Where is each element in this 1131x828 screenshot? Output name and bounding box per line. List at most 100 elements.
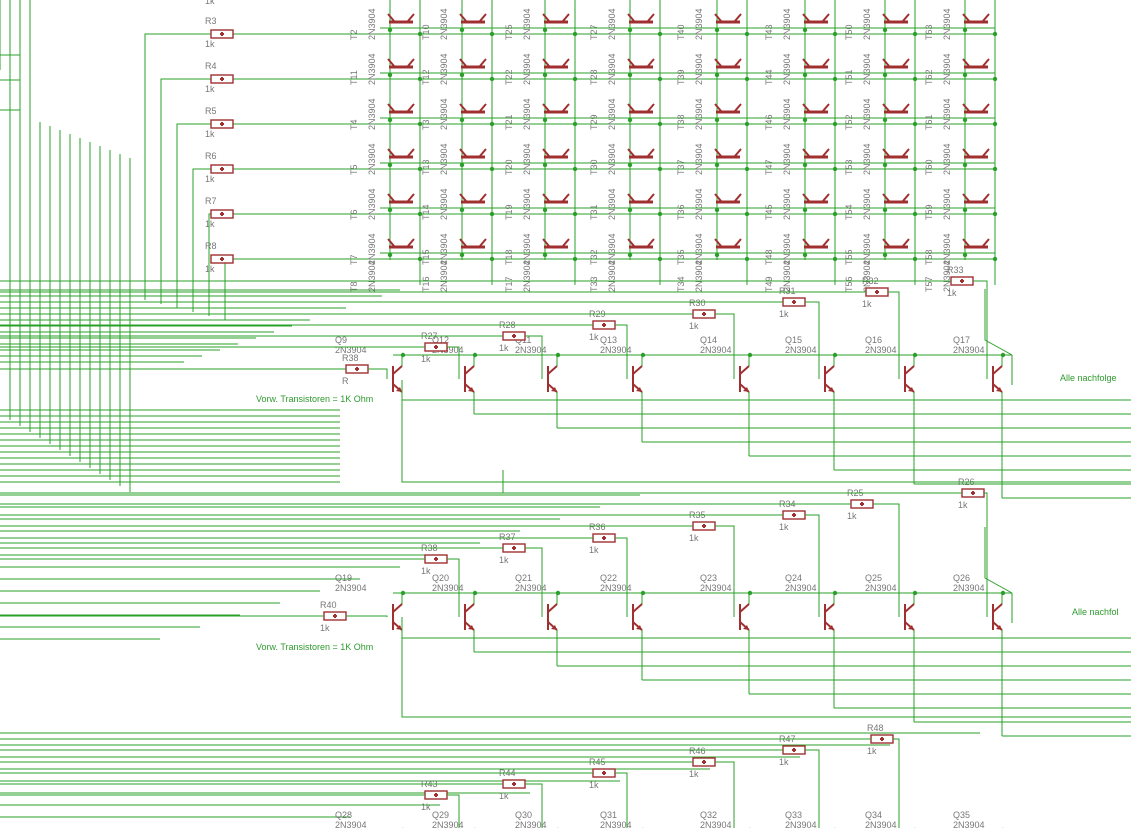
junction-dot: [542, 72, 548, 78]
junction-dot: [489, 166, 495, 172]
junction-dot: [489, 31, 495, 37]
transistor-collector: [882, 13, 890, 22]
matrix-transistor-type: 2N3904: [607, 53, 617, 85]
base-resistor: [870, 734, 894, 744]
matrix-transistor-type: 2N3904: [694, 233, 704, 265]
matrix-transistor-name: T39: [676, 69, 686, 85]
transistor-emitter: [822, 193, 830, 202]
matrix-transistor-type: 2N3904: [862, 143, 872, 175]
row-resistor: [210, 164, 234, 174]
transistor-emitter: [479, 13, 487, 22]
matrix-transistor-name: T54: [844, 204, 854, 220]
junction-dot: [992, 166, 998, 172]
junction-dot: [542, 27, 548, 33]
transistor-collector: [464, 603, 475, 613]
junction-dot: [627, 162, 633, 168]
matrix-transistor-type: 2N3904: [367, 8, 377, 40]
transistor-collector: [962, 193, 970, 202]
junction-dot: [747, 590, 753, 596]
matrix-transistor-type: 2N3904: [367, 260, 377, 292]
driver-transistor-name: Q14: [700, 335, 717, 345]
transistor-base-bar: [964, 155, 988, 159]
row-resistor-label: R6: [205, 151, 217, 161]
matrix-transistor-type: 2N3904: [439, 260, 449, 292]
driver-transistor-name: Q35: [953, 810, 970, 820]
matrix-transistor-name: T49: [764, 276, 774, 292]
transistor-arrow: [908, 625, 914, 630]
matrix-transistor-type: 2N3904: [607, 260, 617, 292]
wire: [615, 537, 628, 617]
matrix-transistor: [802, 103, 830, 114]
transistor-collector: [714, 58, 722, 67]
base-resistor: [502, 779, 526, 789]
junction-dot: [744, 121, 750, 127]
matrix-transistor-type: 2N3904: [942, 98, 952, 130]
junction-dot: [572, 211, 578, 217]
junction-dot: [832, 352, 838, 358]
row-resistor: [210, 119, 234, 129]
matrix-transistor-type: 2N3904: [367, 53, 377, 85]
matrix-transistor-name: T34: [676, 276, 686, 292]
matrix-transistor-type: 2N3904: [862, 98, 872, 130]
transistor-collector: [459, 58, 467, 67]
junction-dot: [459, 117, 465, 123]
junction-dot: [802, 27, 808, 33]
wire: [984, 289, 1013, 356]
base-resistor: [592, 768, 616, 778]
base-resistor-value: R: [342, 376, 349, 386]
transistor-collector: [739, 365, 750, 375]
junction-dot: [489, 76, 495, 82]
matrix-transistor: [387, 103, 415, 114]
wire: [447, 794, 460, 828]
matrix-transistor-name: T21: [504, 114, 514, 130]
matrix-transistor: [627, 103, 655, 114]
transistor-arrow: [396, 625, 402, 630]
driver-transistor-name: Q15: [785, 335, 802, 345]
matrix-transistor: [714, 193, 742, 204]
junction-dot: [882, 27, 888, 33]
row-resistor-label: R7: [205, 196, 217, 206]
transistor-emitter: [822, 13, 830, 22]
base-resistor: [424, 790, 448, 800]
transistor-collector: [459, 103, 467, 112]
junction-dot: [882, 162, 888, 168]
matrix-transistor-name: T62: [924, 69, 934, 85]
matrix-transistor-name: T12: [421, 69, 431, 85]
transistor-collector: [392, 603, 403, 613]
transistor-emitter: [479, 238, 487, 247]
driver-transistor-type: 2N3904: [785, 583, 817, 593]
junction-dot: [489, 121, 495, 127]
transistor-base-bar: [461, 20, 485, 24]
wire: [346, 615, 388, 617]
matrix-transistor: [882, 193, 910, 204]
transistor-arrow: [908, 387, 914, 392]
transistor-emitter: [647, 58, 655, 67]
matrix-transistor-name: T50: [844, 24, 854, 40]
matrix-transistor: [387, 193, 415, 204]
driver-transistor: [392, 365, 403, 393]
transistor-base-bar: [629, 245, 653, 249]
wire: [873, 503, 900, 617]
matrix-transistor-name: T52: [844, 114, 854, 130]
transistor-base-bar: [716, 155, 740, 159]
matrix-transistor: [542, 58, 570, 69]
base-resistor-value: 1k: [779, 522, 789, 532]
wire: [447, 346, 460, 379]
matrix-transistor-type: 2N3904: [862, 188, 872, 220]
driver-transistor-name: Q16: [865, 335, 882, 345]
transistor-base-bar: [804, 245, 828, 249]
wire: [805, 514, 820, 617]
driver-transistor-type: 2N3904: [785, 820, 817, 828]
junction-dot: [417, 256, 423, 262]
matrix-transistor-type: 2N3904: [862, 233, 872, 265]
transistor-emitter: [822, 238, 830, 247]
transistor-arrow: [468, 387, 474, 392]
junction-dot: [572, 121, 578, 127]
junction-dot: [1000, 590, 1006, 596]
base-resistor-label: R37: [499, 532, 516, 542]
transistor-emitter: [647, 238, 655, 247]
transistor-arrow: [828, 387, 834, 392]
matrix-transistor-type: 2N3904: [607, 98, 617, 130]
transistor-collector: [459, 13, 467, 22]
junction-dot: [714, 162, 720, 168]
